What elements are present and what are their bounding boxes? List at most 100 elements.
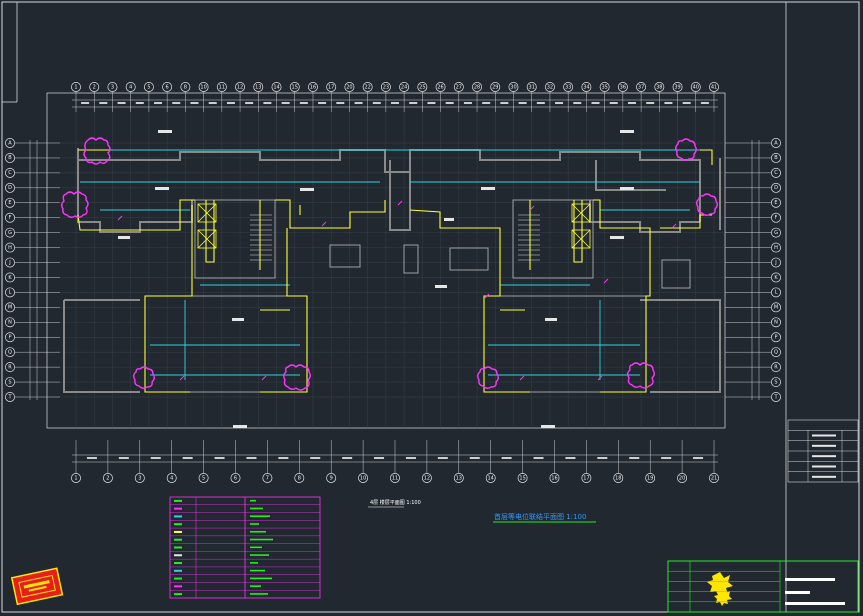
axis-bubble-top: 40: [690, 82, 701, 92]
axis-label: 16: [310, 84, 316, 90]
legend-symbol: [174, 577, 182, 580]
axis-bubble-right: B: [771, 152, 781, 163]
legend-text-mark: [250, 499, 256, 502]
axis-bubble-bottom: 17: [581, 473, 592, 483]
axis-label: K: [774, 275, 778, 281]
axis-bubble-bottom: 11: [390, 473, 400, 483]
axis-bubble-bottom: 13: [453, 473, 464, 483]
axis-bubble-top: 1: [71, 82, 81, 92]
axis-label: 25: [419, 84, 425, 90]
axis-bubble-left: J: [5, 257, 15, 268]
legend-text-mark: [250, 507, 263, 510]
axis-bubble-bottom: 2: [102, 473, 113, 483]
axis-bubble-top: 32: [544, 82, 555, 92]
axis-bubble-top: 22: [362, 82, 373, 92]
axis-label: 39: [674, 84, 680, 90]
axis-label: H: [8, 245, 12, 251]
axis-bubble-right: S: [771, 377, 781, 388]
axis-label: A: [8, 140, 12, 146]
structure-grey: [144, 199, 691, 393]
axis-bubble-top: 23: [380, 82, 391, 92]
axis-label: 34: [583, 84, 589, 90]
axis-bubble-left: M: [5, 302, 15, 313]
axis-label: 10: [200, 84, 206, 90]
axis-bubble-top: 33: [563, 82, 574, 92]
axis-bubble-top: 6: [162, 82, 173, 92]
legend-symbol: [174, 515, 182, 518]
axis-label: Q: [774, 349, 778, 355]
drawing-title: 首层等电位联结平面图 1:100: [493, 512, 596, 523]
axis-label: T: [773, 394, 778, 400]
axis-bubble-right: T: [771, 392, 781, 402]
axis-bubble-right: D: [771, 182, 781, 193]
axis-bubble-top: 5: [143, 82, 154, 92]
axis-bubble-right: H: [771, 242, 781, 253]
axis-bubble-top: 10: [198, 82, 209, 92]
axis-bubble-bottom: 9: [326, 473, 337, 483]
axis-label: 8: [184, 84, 187, 90]
axis-bubble-left: Q: [5, 347, 15, 358]
axis-bubble-top: 27: [453, 82, 464, 92]
legend-symbol: [174, 593, 182, 596]
axis-label: 13: [456, 475, 462, 481]
axis-label: 4: [129, 84, 132, 90]
plan-annotations: [118, 130, 634, 428]
axis-bubble-right: Q: [771, 347, 781, 358]
axis-label: C: [8, 170, 12, 176]
axis-bubble-right: J: [771, 257, 781, 268]
axis-bubble-right: E: [771, 197, 781, 208]
axis-bubble-bottom: 6: [230, 473, 241, 483]
axis-label: 21: [711, 475, 717, 481]
axis-label: 7: [266, 475, 269, 481]
axis-bubble-left: N: [5, 317, 15, 328]
axis-bubble-top: 11: [216, 82, 227, 92]
axis-label: P: [774, 335, 777, 341]
axis-bubble-bottom: 5: [198, 473, 209, 483]
axis-bubble-top: 24: [399, 82, 410, 92]
axis-label: 23: [383, 84, 389, 90]
legend-text-mark: [250, 546, 262, 549]
axis-bubble-right: A: [771, 138, 781, 148]
title-block: [667, 560, 859, 613]
axis-label: 6: [166, 84, 169, 90]
axis-bubble-top: 38: [654, 82, 665, 92]
axis-label: T: [7, 394, 12, 400]
axis-bubble-top: 37: [636, 82, 647, 92]
axis-label: N: [8, 320, 12, 326]
company-stamp: [10, 567, 64, 606]
axis-label: H: [774, 245, 778, 251]
bonding-conductors: [77, 149, 713, 393]
axis-label: 11: [392, 475, 398, 481]
axis-label: 32: [547, 84, 553, 90]
axis-bubble-left: H: [5, 242, 15, 253]
axis-label: 20: [346, 84, 352, 90]
magenta-markers: [117, 200, 677, 381]
axis-bubble-bottom: 1: [71, 473, 81, 483]
axis-label: 29: [492, 84, 498, 90]
axis-label: 16: [551, 475, 557, 481]
axis-label: 14: [273, 84, 279, 90]
axis-bubble-top: 12: [235, 82, 246, 92]
axis-label: R: [8, 364, 12, 370]
axis-bubble-top: 28: [472, 82, 482, 92]
axis-bubble-right: K: [771, 272, 781, 283]
legend-symbol: [174, 523, 182, 526]
legend-symbol: [174, 569, 182, 572]
legend-symbol: [174, 554, 182, 557]
axis-label: A: [774, 140, 778, 146]
axis-bubble-right: F: [771, 212, 781, 223]
axis-label: 18: [615, 475, 621, 481]
axis-bubble-bottom: 14: [485, 473, 496, 483]
axis-label: E: [8, 200, 11, 206]
axis-bubble-top: 20: [344, 82, 355, 92]
axis-label: 1: [74, 84, 77, 90]
axis-bubble-right: N: [771, 317, 781, 328]
axis-label: 33: [565, 84, 571, 90]
axis-label: 38: [656, 84, 662, 90]
axis-label: 17: [328, 84, 334, 90]
